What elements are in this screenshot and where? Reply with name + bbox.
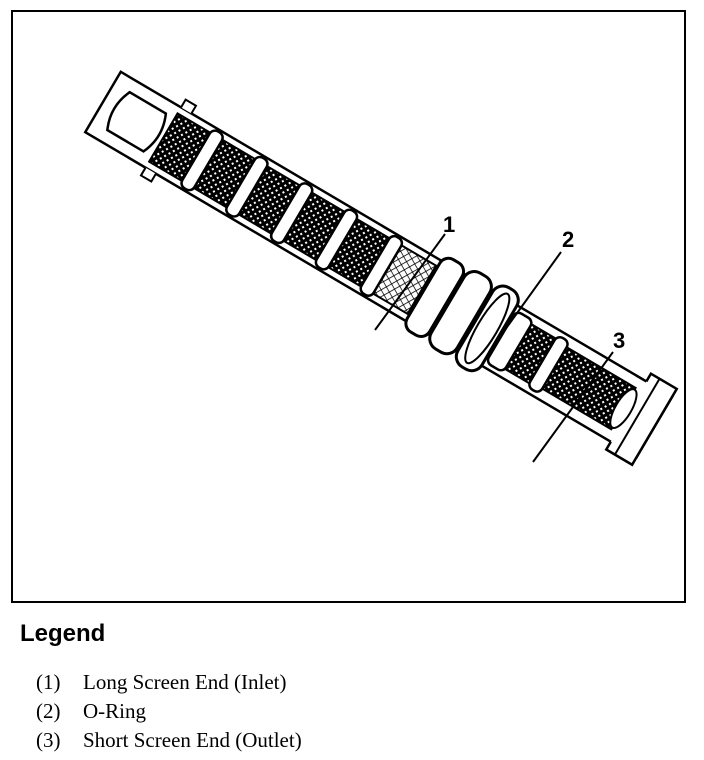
tube-housing [83, 70, 679, 467]
legend-item-number: (1) [36, 670, 61, 694]
legend-item-text: Short Screen End (Outlet) [83, 728, 302, 752]
legend-item-number: (3) [36, 728, 61, 752]
orifice-tube-illustration: 1 2 3 [83, 70, 679, 467]
legend-title: Legend [20, 620, 106, 647]
legend-item: (3) Short Screen End (Outlet) [36, 726, 302, 755]
leader-line-3 [532, 351, 614, 463]
legend-item-number: (2) [36, 699, 61, 723]
callout-3: 3 [613, 328, 625, 353]
legend-item: (2) O-Ring [36, 697, 302, 726]
legend-item-text: Long Screen End (Inlet) [83, 670, 287, 694]
legend-list: (1) Long Screen End (Inlet) (2) O-Ring (3)… [36, 668, 302, 755]
short-screen [486, 311, 638, 431]
callout-2: 2 [562, 227, 574, 252]
leader-line-2 [488, 251, 562, 353]
legend-item-text: O-Ring [83, 699, 146, 723]
legend-item: (1) Long Screen End (Inlet) [36, 668, 302, 697]
figure-frame: 1 2 3 [11, 10, 686, 603]
orifice-tube [83, 70, 679, 467]
callout-1: 1 [443, 212, 455, 237]
leader-line-1 [374, 233, 446, 331]
long-screen [147, 112, 438, 316]
o-ring [404, 256, 520, 373]
